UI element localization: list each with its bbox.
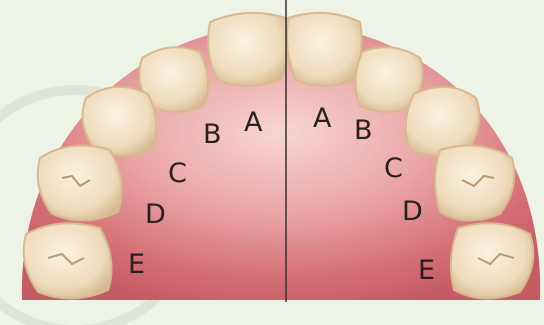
label-right-e: E	[128, 249, 145, 280]
label-right-b: B	[203, 119, 222, 150]
label-left-c: C	[384, 153, 403, 184]
tooth-left-first-molar	[435, 146, 514, 221]
label-left-d: D	[402, 196, 423, 227]
label-right-d: D	[145, 199, 166, 230]
label-left-b: B	[354, 115, 373, 146]
tooth-right-incisor-central	[208, 13, 288, 86]
tooth-right-first-molar	[38, 146, 122, 221]
label-left-a: A	[313, 103, 332, 134]
label-left-e: E	[418, 255, 435, 286]
label-right-a: A	[244, 107, 263, 138]
label-right-c: C	[168, 158, 187, 189]
tooth-left-incisor-central	[287, 13, 362, 86]
